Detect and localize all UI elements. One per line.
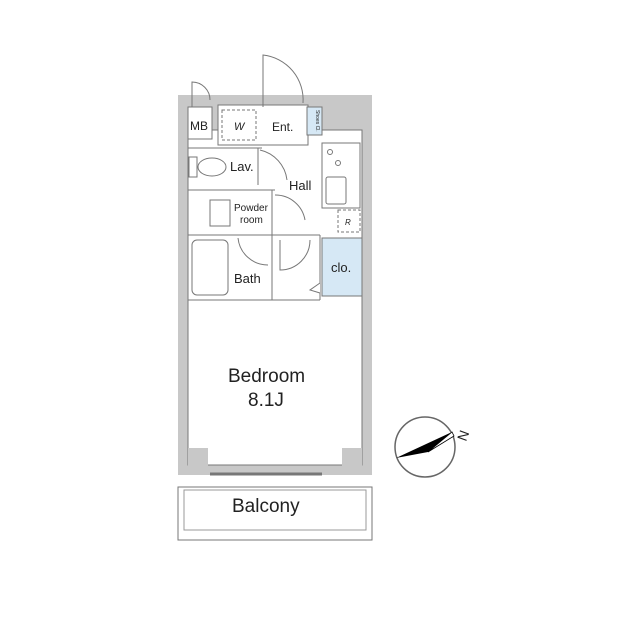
shoes-closet: [306, 106, 323, 136]
balcony-label: Balcony: [232, 496, 300, 517]
powder-label-1: Powder: [234, 203, 269, 214]
bedroom-label: Bedroom: [228, 366, 305, 387]
closet-arrow: [308, 282, 321, 294]
entrance-area: [217, 104, 309, 146]
powder-door: [274, 194, 306, 221]
compass-north-label: N: [454, 428, 472, 443]
closet-label: clo.: [331, 260, 351, 275]
balcony-inner: [183, 489, 367, 531]
bath-door: [237, 237, 269, 266]
kitchen-sink-icon: [325, 176, 347, 205]
closet: [321, 237, 363, 297]
shoes-label: Shoes Cl.: [314, 110, 320, 132]
lav-door: [259, 149, 288, 181]
hall-label: Hall: [289, 178, 312, 193]
toilet-icon: [197, 157, 227, 177]
fridge-space: [337, 209, 361, 233]
powder-label-2: room: [240, 215, 263, 226]
entrance-door: [262, 54, 304, 107]
balcony: [177, 486, 373, 541]
bedroom-door: [279, 239, 311, 271]
stove-burner-icon: [327, 149, 333, 155]
column: [188, 448, 208, 468]
fridge-label: R: [345, 218, 351, 227]
bath-label: Bath: [234, 271, 261, 286]
washer-label: W: [234, 121, 246, 133]
bathtub-icon: [191, 239, 229, 296]
washer-space: [221, 109, 257, 141]
sink-icon: [209, 199, 231, 227]
mb-label: MB: [190, 119, 208, 133]
compass-icon: N: [394, 416, 472, 478]
entrance-label: Ent.: [272, 120, 293, 134]
mb-box: [187, 106, 213, 140]
stove-burner-icon: [335, 160, 341, 166]
lav-label: Lav.: [230, 159, 254, 174]
bedroom-size: 8.1J: [248, 390, 284, 411]
mb-door: [191, 81, 211, 107]
toilet-tank: [188, 156, 198, 178]
column: [342, 448, 362, 468]
